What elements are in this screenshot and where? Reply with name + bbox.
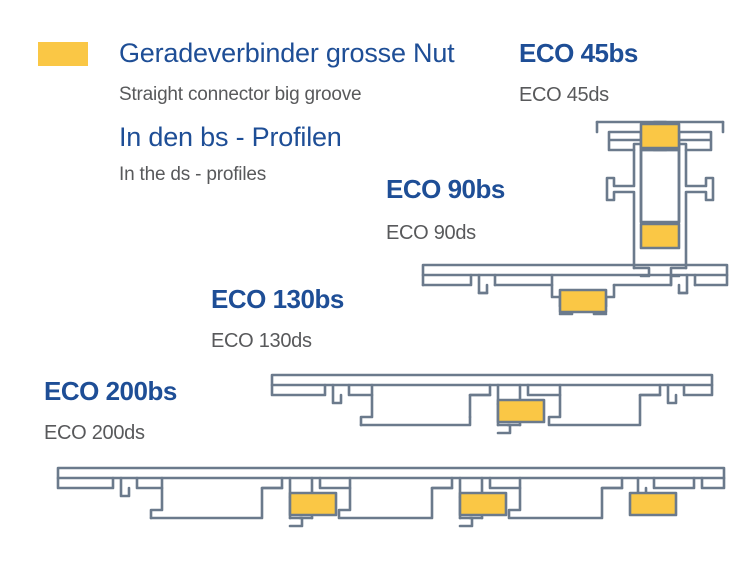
profile-label-eco-130bs: ECO 130bs — [211, 284, 344, 314]
profile-label-eco-90ds: ECO 90ds — [386, 222, 476, 244]
connector-block-90-center — [558, 288, 608, 314]
legend-title-de: Geradeverbinder grosse Nut — [119, 38, 455, 68]
connector-block-200-left — [288, 491, 338, 517]
legend-scope-en: In the ds - profiles — [119, 164, 267, 185]
connector-block-130-center — [496, 398, 546, 424]
profile-label-eco-45ds: ECO 45ds — [519, 84, 609, 106]
eco-200-outline — [56, 466, 726, 528]
profile-label-eco-130ds: ECO 130ds — [211, 330, 312, 352]
eco-90-outline — [421, 263, 729, 316]
connector-block-200-center — [458, 491, 508, 517]
connector-block-200-right — [628, 491, 678, 517]
legend-title-en: Straight connector big groove — [119, 84, 362, 105]
profile-label-eco-200bs: ECO 200bs — [44, 376, 177, 406]
connector-block-45-top — [639, 122, 681, 150]
profile-label-eco-45bs: ECO 45bs — [519, 38, 638, 68]
legend-scope-de: In den bs - Profilen — [119, 122, 342, 152]
profile-label-eco-200ds: ECO 200ds — [44, 422, 145, 444]
legend-color-swatch — [38, 42, 88, 66]
profile-label-eco-90bs: ECO 90bs — [386, 174, 505, 204]
connector-block-45-bottom — [639, 222, 681, 250]
